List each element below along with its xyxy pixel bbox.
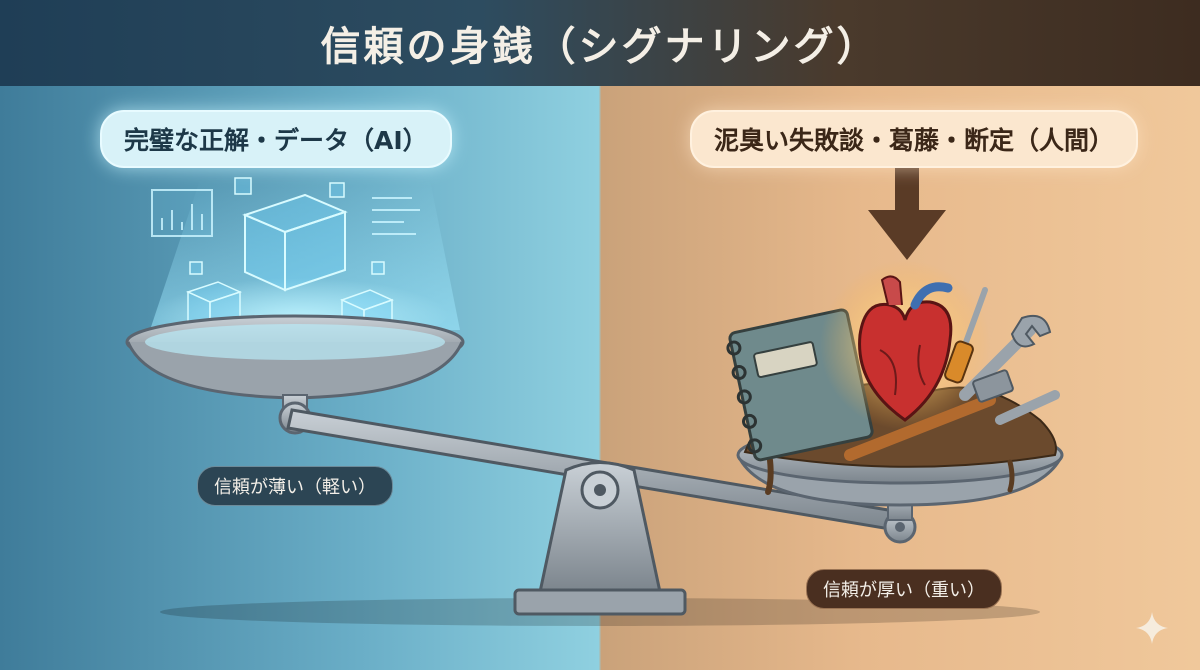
page-title: 信頼の身銭（シグナリング）	[320, 24, 880, 70]
heavy-trust-label: 信頼が厚い（重い）	[806, 569, 1002, 609]
screwdriver-icon	[944, 287, 988, 384]
title-bar: 信頼の身銭（シグナリング）	[0, 0, 1200, 86]
hologram-cube-icon	[150, 177, 460, 350]
scale-pillar	[513, 461, 687, 616]
hammer-icon	[844, 369, 1014, 461]
light-trust-label: 信頼が薄い（軽い）	[197, 466, 393, 506]
chart-icon	[151, 189, 420, 237]
heart-icon	[820, 260, 990, 430]
left-category-label: 完璧な正解・データ（AI）	[100, 110, 452, 168]
right-category-label: 泥臭い失敗談・葛藤・断定（人間）	[689, 110, 1138, 168]
down-arrow-icon	[868, 168, 946, 260]
sparkle-icon	[1136, 612, 1168, 644]
